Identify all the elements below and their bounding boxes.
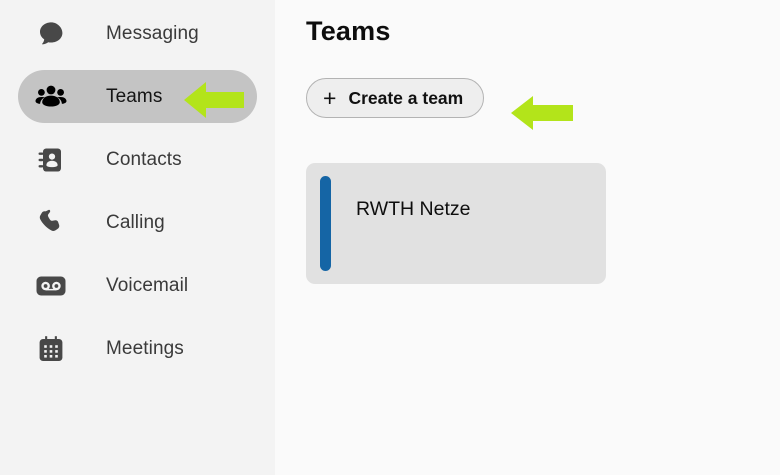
sidebar-item-calling[interactable]: Calling — [18, 196, 257, 249]
sidebar-item-messaging[interactable]: Messaging — [18, 7, 257, 60]
team-card[interactable]: RWTH Netze — [306, 163, 606, 284]
sidebar-item-label: Teams — [106, 85, 163, 107]
create-team-button-label: Create a team — [348, 87, 464, 108]
voicemail-icon — [31, 266, 71, 306]
people-group-icon — [31, 77, 71, 117]
team-accent-bar — [320, 176, 331, 271]
sidebar-item-meetings[interactable]: Meetings — [18, 322, 257, 375]
create-team-button[interactable]: + Create a team — [306, 78, 485, 118]
sidebar: Messaging Teams — [0, 0, 275, 475]
sidebar-item-label: Contacts — [106, 148, 182, 170]
plus-icon: + — [323, 84, 337, 111]
address-book-icon — [31, 140, 71, 180]
sidebar-item-contacts[interactable]: Contacts — [18, 133, 257, 186]
sidebar-item-label: Voicemail — [106, 274, 189, 296]
sidebar-item-label: Calling — [106, 211, 165, 233]
sidebar-item-label: Messaging — [106, 22, 199, 44]
sidebar-item-voicemail[interactable]: Voicemail — [18, 259, 257, 312]
sidebar-item-teams[interactable]: Teams — [18, 70, 257, 123]
team-name: RWTH Netze — [356, 198, 471, 220]
sidebar-item-label: Meetings — [106, 337, 184, 359]
chat-bubble-icon — [31, 14, 71, 54]
page-title: Teams — [306, 16, 391, 46]
main-content: Teams + Create a team RWTH Netze — [275, 0, 780, 475]
calendar-icon — [31, 329, 71, 369]
phone-handset-icon — [31, 203, 71, 243]
